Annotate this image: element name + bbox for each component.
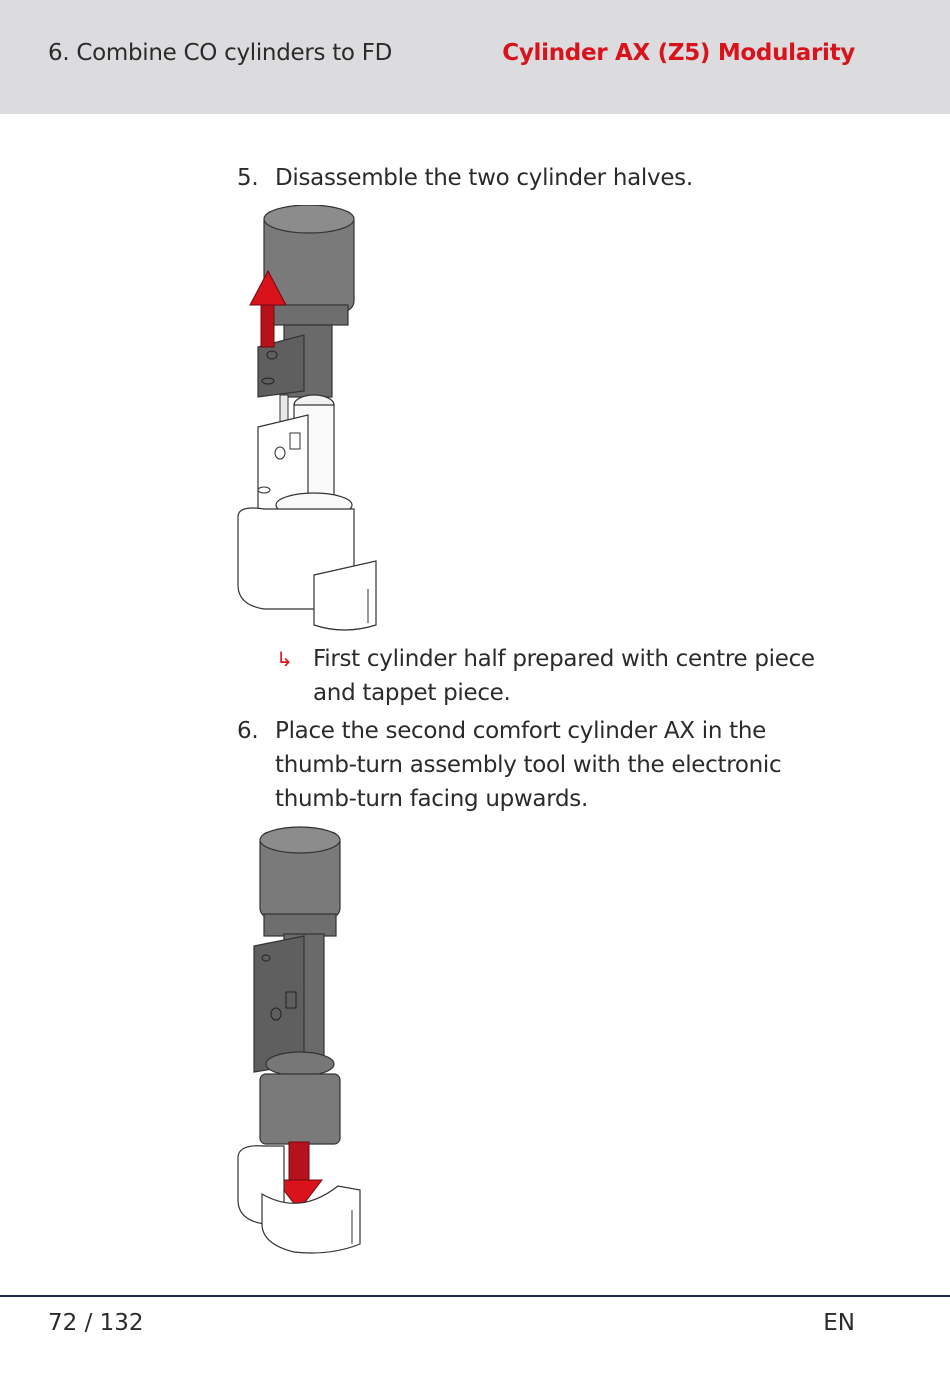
page-number: 72 / 132	[48, 1310, 144, 1336]
housing-slot	[261, 377, 275, 385]
knob-collar	[263, 913, 337, 937]
arrow-up-shaft	[260, 302, 275, 348]
footer-rule	[0, 1295, 950, 1297]
document-title: Cylinder AX (Z5) Modularity	[502, 40, 855, 66]
cylinder-upper-housing	[257, 334, 305, 398]
cylinder-placement-illustration	[237, 826, 361, 1254]
knob-top	[263, 205, 355, 234]
housing-hole	[266, 350, 278, 360]
cylinder-disassembly-illustration	[237, 205, 377, 631]
knob-collar	[269, 304, 349, 326]
step-number: 6.	[237, 718, 259, 744]
housing-slot-2	[257, 486, 271, 494]
arrow-down-icon	[274, 1179, 324, 1211]
knob-top	[259, 826, 341, 854]
step-text: Place the second comfort cylinder AX in …	[275, 718, 782, 812]
page-header: 6. Combine CO cylinders to FD Cylinder A…	[0, 0, 950, 114]
language-code: EN	[823, 1310, 855, 1336]
step-5: 5. Disassemble the two cylinder halves.	[237, 161, 857, 195]
housing-hole-2	[270, 1007, 282, 1021]
housing-hole	[261, 954, 271, 962]
step-6: 6. Place the second comfort cylinder AX …	[237, 714, 857, 818]
arrow-up-icon	[249, 269, 287, 306]
step-text: Disassemble the two cylinder halves.	[275, 165, 693, 191]
result-note: ↳ First cylinder half prepared with cent…	[276, 642, 836, 712]
result-text: First cylinder half prepared with centre…	[313, 646, 815, 706]
assembly-tool-grip	[261, 1185, 361, 1254]
result-arrow-icon: ↳	[276, 647, 293, 671]
assembly-tool-grip	[313, 560, 377, 631]
housing-window	[289, 432, 301, 450]
step-number: 5.	[237, 165, 259, 191]
housing-hole-2	[274, 446, 286, 460]
section-title: 6. Combine CO cylinders to FD	[48, 40, 393, 66]
lower-knob	[259, 1073, 341, 1145]
housing-window	[285, 991, 297, 1009]
arrow-down-shaft	[288, 1141, 310, 1183]
lower-ring	[265, 1051, 335, 1077]
